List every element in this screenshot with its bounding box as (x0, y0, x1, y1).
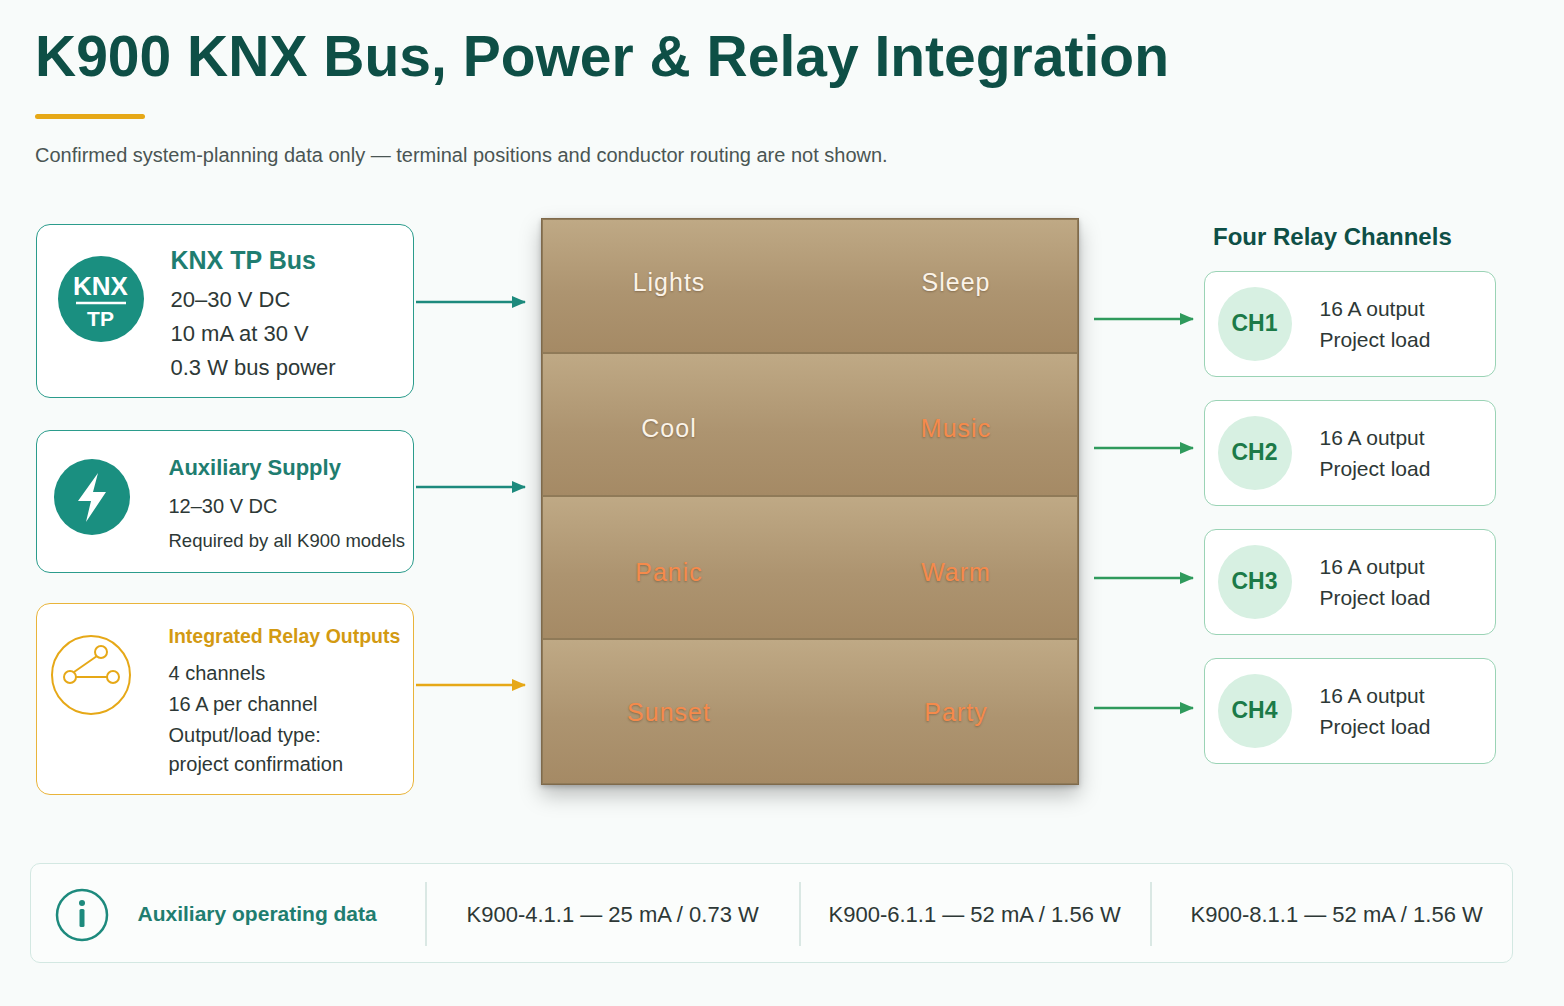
rocker-key: CoolMusic (542, 353, 1078, 496)
channel-badge: CH2 (1218, 416, 1292, 490)
spec-line: 16 A per channel (169, 692, 318, 717)
badge-text: KNX (0, 270, 401, 303)
channel-badge: CH1 (1218, 287, 1292, 361)
signal-arrow (416, 684, 525, 687)
channel-box: 16 A outputProject load CH1 (1204, 271, 1496, 377)
key-label: Party (656, 697, 1256, 728)
channel-spec: Project load (1320, 456, 1431, 482)
spec-line: 10 mA at 30 V (171, 320, 309, 348)
channel-spec: Project load (1320, 714, 1431, 740)
signal-arrow (1094, 318, 1193, 321)
spec-line: Output/load type: project confirmation (169, 721, 369, 779)
signal-arrow (1094, 577, 1193, 580)
rocker-key: PanicWarm (542, 496, 1078, 639)
channel-spec: Project load (1320, 585, 1431, 611)
model-data: K900-6.1.1 — 52 mA / 1.56 W (829, 901, 1121, 929)
caption: Confirmed system-planning data only — te… (35, 143, 888, 168)
channel-badge: CH4 (1218, 674, 1292, 748)
band-heading: Auxiliary operating data (138, 901, 377, 927)
box-heading: Auxiliary Supply (169, 454, 341, 482)
box-heading: Integrated Relay Outputs (169, 624, 401, 648)
model-data: K900-4.1.1 — 25 mA / 0.73 W (467, 901, 759, 929)
channel-id: CH1 (955, 309, 1555, 338)
spec-box: Auxiliary Supply 12–30 V DC Required by al… (36, 430, 414, 573)
channel-id: CH2 (955, 438, 1555, 467)
spec-line: 0.3 W bus power (171, 354, 336, 382)
badge-text: TP (0, 306, 401, 332)
channel-spec: 16 A output (1320, 296, 1425, 322)
spec-box: KNX TP Bus 20–30 V DC 10 mA at 30 V 0.3 W b… (36, 224, 414, 398)
spec-line: 20–30 V DC (171, 286, 291, 314)
key-label: Lights (369, 267, 969, 298)
title-underline (35, 114, 145, 119)
key-label: Sunset (369, 697, 969, 728)
spec-line: 12–30 V DC (169, 494, 278, 519)
channel-spec: 16 A output (1320, 683, 1425, 709)
signal-arrow (1094, 707, 1193, 710)
model-data: K900-8.1.1 — 52 mA / 1.56 W (1191, 901, 1483, 929)
rocker-key: LightsSleep (542, 219, 1078, 353)
channel-id: CH4 (955, 696, 1555, 725)
key-label: Music (656, 413, 1256, 444)
channel-spec: Project load (1320, 327, 1431, 353)
channel-spec: 16 A output (1320, 425, 1425, 451)
page-title: K900 KNX Bus, Power & Relay Integration (35, 21, 1169, 92)
channel-id: CH3 (955, 567, 1555, 596)
key-label: Panic (369, 557, 969, 588)
spec-line: Required by all K900 models (169, 529, 406, 552)
channel-badge: CH3 (1218, 545, 1292, 619)
box-heading: KNX TP Bus (171, 245, 316, 276)
operating-data-band: Auxiliary operating data K900-4.1.1 — 25 … (30, 863, 1513, 963)
rocker-key: SunsetParty (542, 639, 1078, 784)
channel-spec: 16 A output (1320, 554, 1425, 580)
channel-box: 16 A outputProject load CH3 (1204, 529, 1496, 635)
key-label: Sleep (656, 267, 1256, 298)
spec-line: 4 channels (169, 661, 266, 686)
key-label: Cool (369, 413, 969, 444)
signal-arrow (416, 301, 525, 304)
bus-badge: KNXTP (58, 256, 144, 342)
spec-box: Integrated Relay Outputs 4 channels 16 A p… (36, 603, 414, 795)
key-label: Warm (656, 557, 1256, 588)
channel-box: 16 A outputProject load CH2 (1204, 400, 1496, 506)
channel-box: 16 A outputProject load CH4 (1204, 658, 1496, 764)
signal-arrow (1094, 447, 1193, 450)
signal-arrow (416, 486, 525, 489)
column-heading: Four Relay Channels (1213, 222, 1452, 252)
